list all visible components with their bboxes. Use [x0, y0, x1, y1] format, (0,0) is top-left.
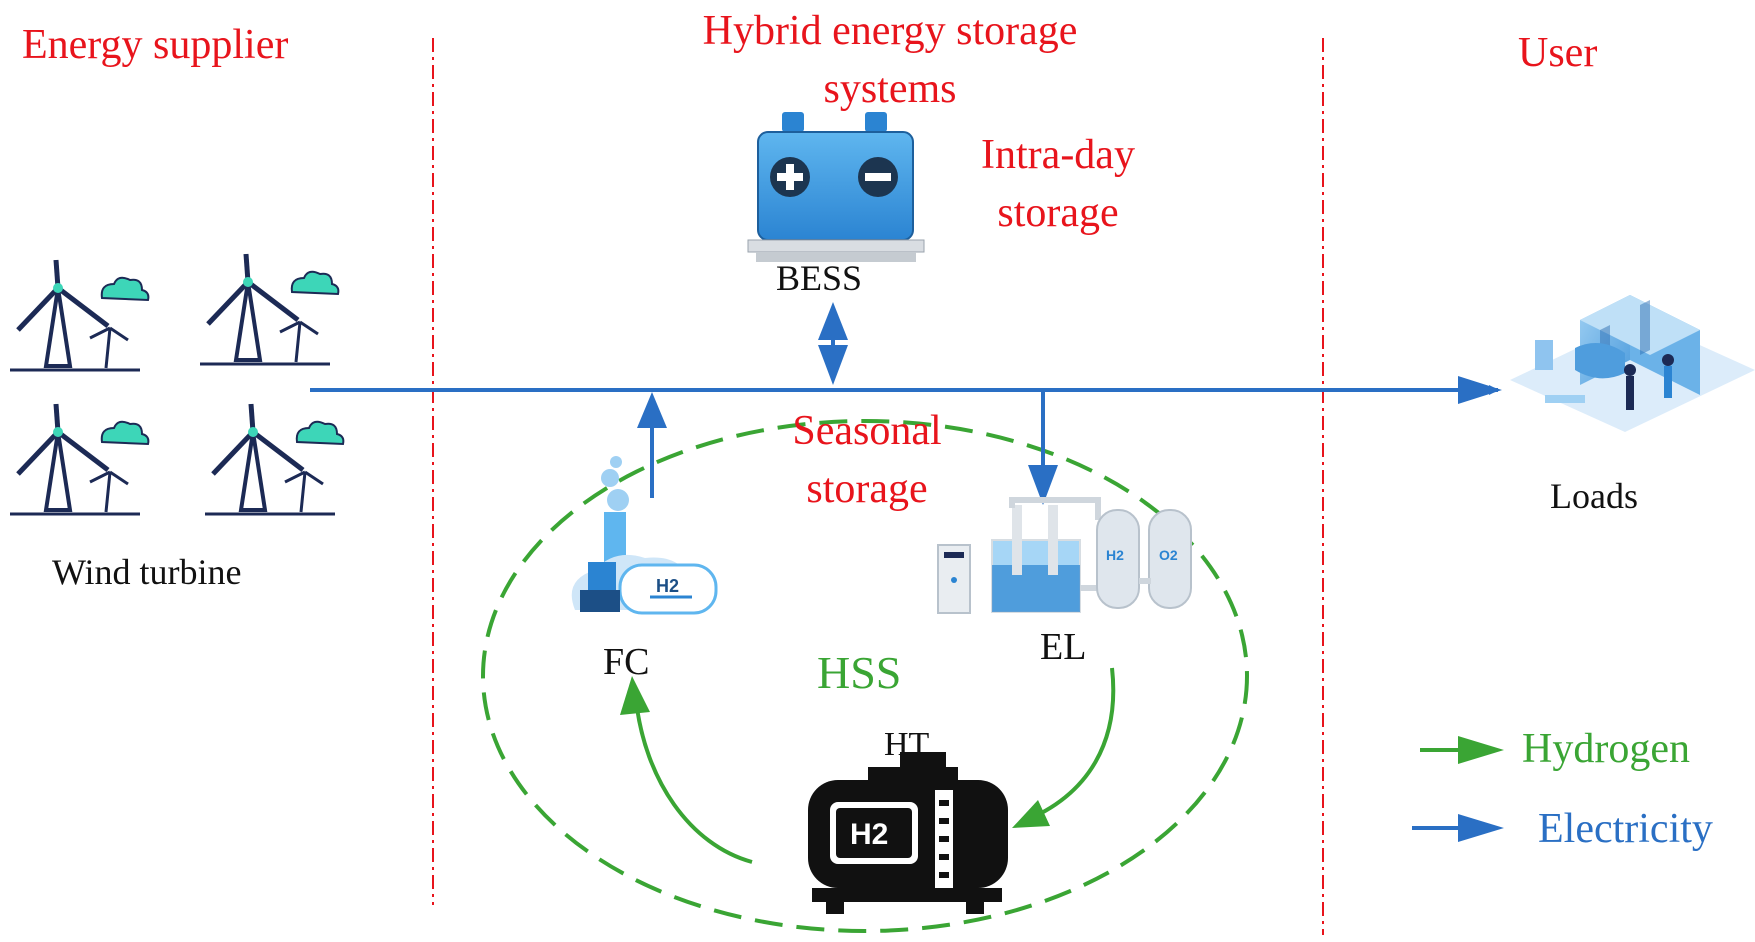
fc-label: FC [603, 641, 650, 683]
el-to-ht-hydrogen-arrow [1021, 667, 1116, 824]
ht-to-fc-arrowhead [620, 676, 650, 715]
hss-boundary [481, 419, 1249, 933]
legend-electricity-label: Electricity [1538, 806, 1713, 852]
bess-label: BESS [776, 258, 863, 298]
legend-electricity-arrow [1412, 814, 1504, 842]
tank-h2-text: H2 [850, 818, 889, 851]
fc-to-bus-arrow [637, 392, 667, 498]
hydrogen-tank-icon [808, 752, 1008, 914]
building-icon [1510, 295, 1755, 432]
section-hybrid-energy-storage-title: Hybrid energy storage systems [640, 2, 1140, 118]
intra-day-storage-label: Intra-day storage [958, 126, 1158, 242]
wind-turbine-icon [10, 259, 150, 372]
hess-title-line1: Hybrid energy storage [702, 8, 1078, 54]
wind-turbine-icon [200, 253, 340, 366]
hess-title-line2: systems [823, 66, 957, 112]
el-to-ht-arrowhead [1012, 800, 1050, 828]
el-label: EL [1040, 626, 1087, 668]
intra-day-line1: Intra-day [981, 132, 1135, 178]
bus-to-el-arrow [1028, 392, 1058, 505]
intra-day-line2: storage [997, 190, 1119, 236]
ht-label: HT [884, 726, 930, 763]
battery-icon [747, 112, 925, 262]
fuel-cell-icon [571, 456, 718, 615]
bess-bidirectional-arrow [818, 302, 848, 385]
legend-hydrogen-arrow [1420, 736, 1504, 764]
el-o2-text: O2 [1159, 547, 1178, 563]
wind-turbine-icon [205, 403, 345, 516]
bus-arrowhead [1458, 376, 1502, 404]
seasonal-line2: storage [806, 466, 928, 512]
wind-turbine-label: Wind turbine [52, 552, 242, 592]
fc-h2-text: H2 [656, 576, 680, 596]
hss-label: HSS [817, 647, 902, 698]
electrolyzer-icon [937, 497, 1192, 614]
legend-hydrogen-label: Hydrogen [1522, 726, 1690, 772]
el-h2-text: H2 [1106, 547, 1124, 563]
ht-to-fc-hydrogen-arrow [634, 699, 753, 864]
loads-label: Loads [1550, 476, 1638, 516]
section-energy-supplier: Energy supplier [22, 22, 289, 68]
seasonal-storage-label: Seasonal storage [752, 402, 982, 518]
wind-turbine-icon [10, 403, 150, 516]
seasonal-line1: Seasonal [792, 408, 942, 454]
section-user: User [1518, 30, 1598, 76]
